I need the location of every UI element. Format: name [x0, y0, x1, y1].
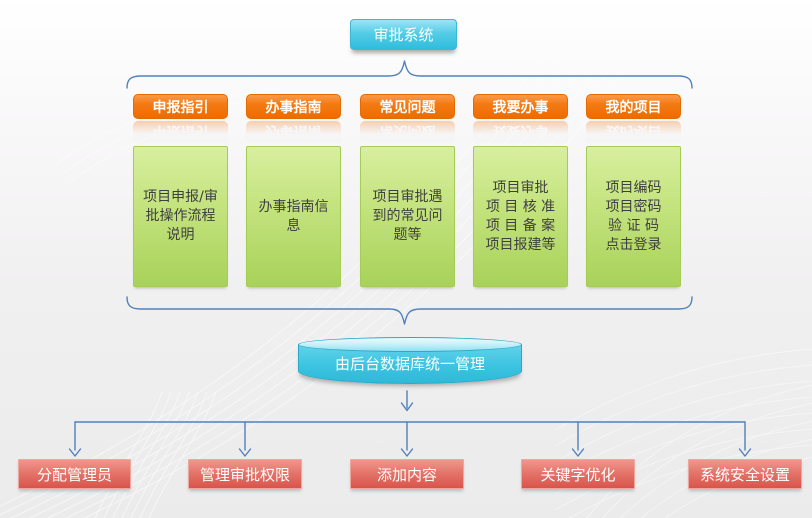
root-node-label: 审批系统 — [373, 26, 434, 44]
category-header-5-reflection: 我的项目 — [586, 121, 681, 143]
admin-task-2-label: 管理审批权限 — [199, 465, 290, 484]
category-detail-3: 项目审批遇 到的常见问 题等 — [360, 146, 455, 287]
admin-task-4: 关键字优化 — [521, 459, 635, 489]
category-header-1-reflection: 申报指引 — [133, 121, 228, 143]
admin-task-1-label: 分配管理员 — [36, 465, 112, 484]
category-header-1-label: 申报指引 — [152, 99, 209, 116]
admin-task-3: 添加内容 — [350, 459, 464, 489]
category-header-4-label: 我要办事 — [492, 99, 549, 116]
category-header-3: 常见问题 — [360, 94, 455, 119]
admin-task-2: 管理审批权限 — [188, 459, 302, 489]
bottom-brace — [126, 296, 693, 325]
category-header-1: 申报指引 — [133, 94, 228, 119]
category-header-4-reflection: 我要办事 — [473, 121, 568, 143]
category-header-3-reflection: 常见问题 — [360, 121, 455, 143]
category-detail-1-text: 项目申报/审 批操作流程 说明 — [143, 189, 218, 243]
category-header-2-label: 办事指南 — [265, 99, 322, 116]
admin-task-4-label: 关键字优化 — [540, 465, 616, 484]
category-header-2: 办事指南 — [246, 94, 341, 119]
category-detail-4: 项目审批 项 目 核 准 项 目 备 案 项目报建等 — [473, 146, 568, 287]
category-detail-2-text: 办事指南信 息 — [258, 198, 329, 234]
admin-task-5-label: 系统安全设置 — [699, 465, 790, 484]
database-arrow-head — [400, 402, 414, 412]
category-header-3-label: 常见问题 — [379, 99, 436, 116]
category-header-5-label: 我的项目 — [605, 99, 662, 116]
category-header-2-reflection: 办事指南 — [246, 121, 341, 143]
admin-task-1: 分配管理员 — [18, 459, 131, 489]
admin-task-3-label: 添加内容 — [376, 465, 437, 484]
database-cylinder-top — [298, 337, 522, 352]
category-detail-4-text: 项目审批 项 目 核 准 项 目 备 案 项目报建等 — [485, 179, 556, 253]
database-label: 由后台数据库统一管理 — [334, 355, 485, 373]
top-brace — [126, 60, 693, 89]
category-detail-1: 项目申报/审 批操作流程 说明 — [133, 146, 228, 287]
root-node: 审批系统 — [350, 19, 457, 50]
category-detail-5-text: 项目编码 项目密码 验 证 码 点击登录 — [605, 179, 662, 253]
database-node: 由后台数据库统一管理 — [298, 337, 522, 384]
category-header-5: 我的项目 — [586, 94, 681, 119]
category-detail-2: 办事指南信 息 — [246, 146, 341, 287]
category-detail-5: 项目编码 项目密码 验 证 码 点击登录 — [586, 146, 681, 287]
category-detail-3-text: 项目审批遇 到的常见问 题等 — [372, 189, 443, 243]
admin-task-5: 系统安全设置 — [688, 459, 802, 489]
category-header-4: 我要办事 — [473, 94, 568, 119]
